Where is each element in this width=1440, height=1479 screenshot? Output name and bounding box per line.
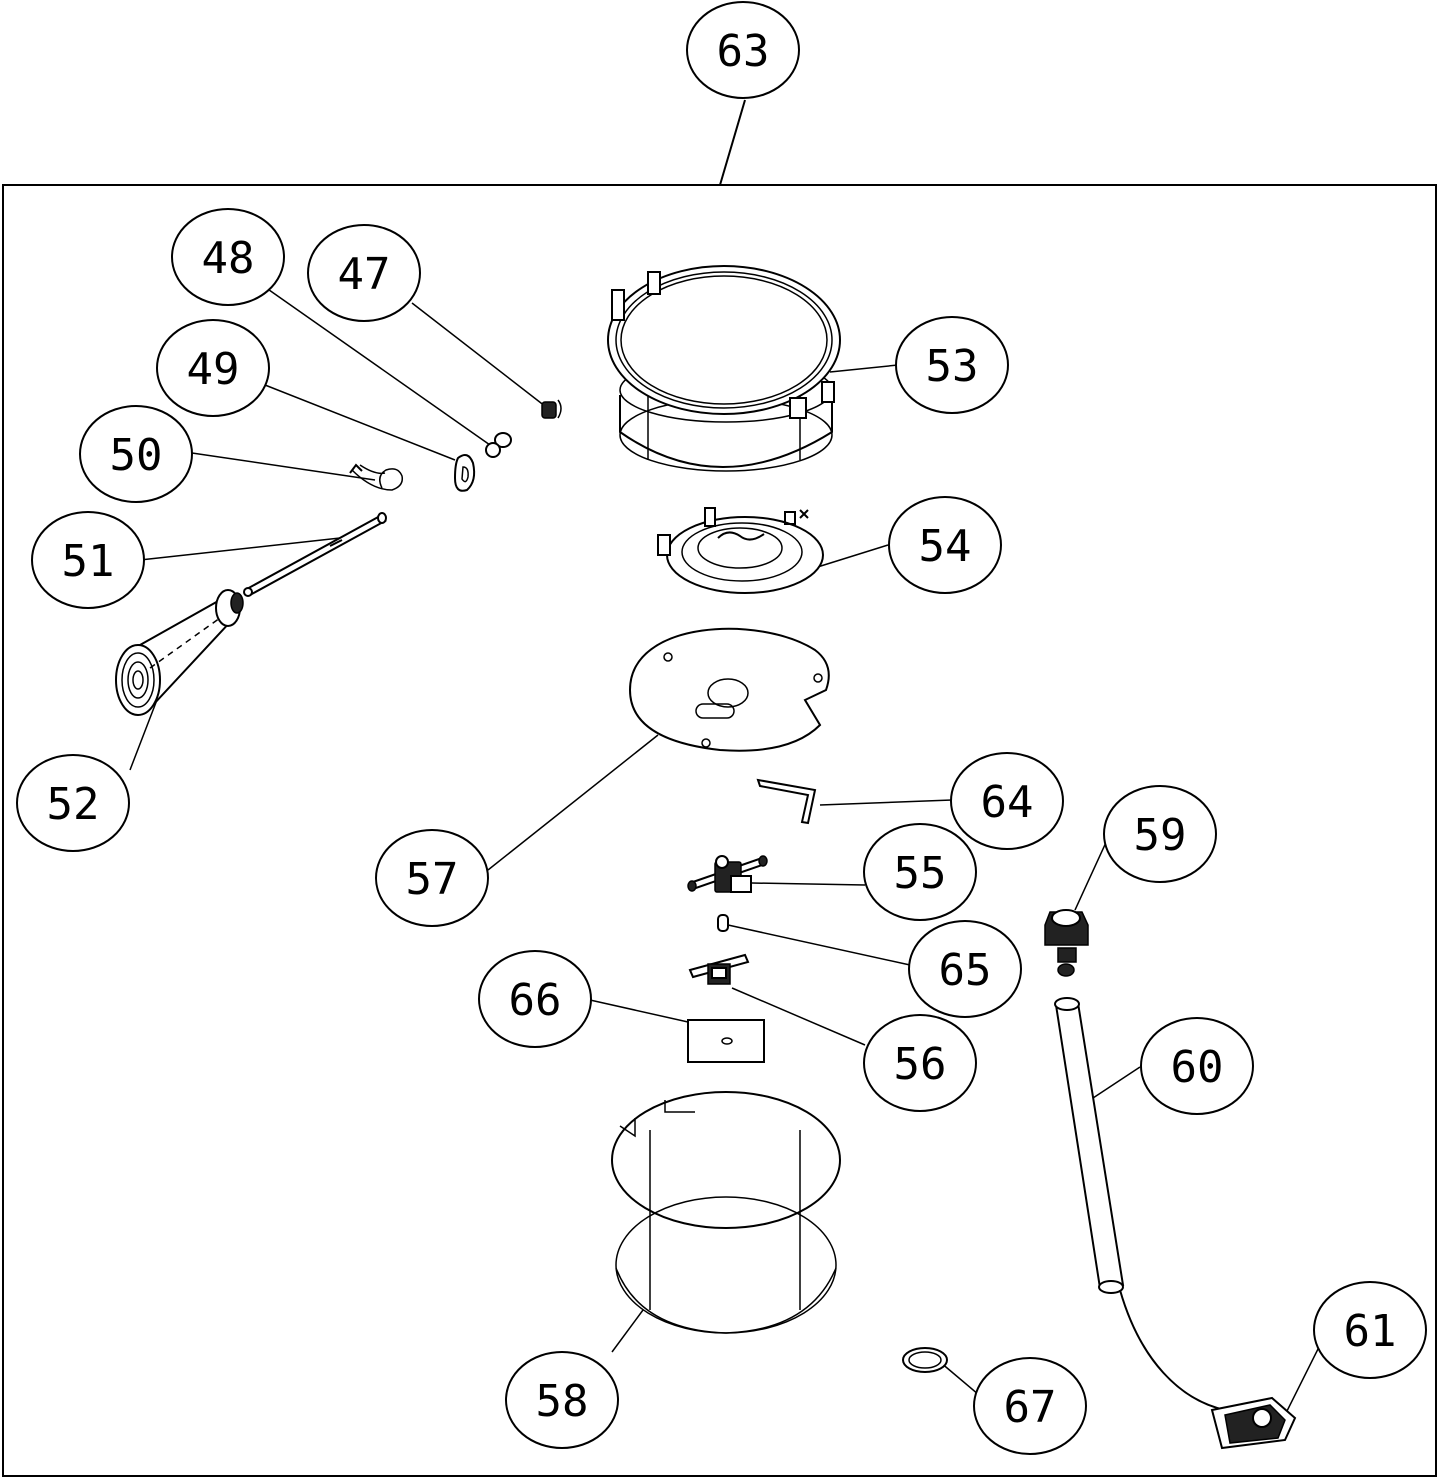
- callout-52: 52: [16, 754, 130, 852]
- callout-61: 61: [1313, 1281, 1427, 1379]
- callout-51-label: 51: [62, 536, 115, 587]
- callout-55: 55: [863, 823, 977, 921]
- callout-57: 57: [375, 829, 489, 927]
- callout-58-label: 58: [536, 1376, 589, 1427]
- part-54-heater-coil: [657, 507, 824, 594]
- part-61-hose: [1119, 1289, 1297, 1450]
- callout-50: 50: [79, 405, 193, 503]
- part-57-plate: [628, 627, 830, 752]
- part-67-o-ring: [902, 1347, 948, 1373]
- callout-59: 59: [1103, 785, 1217, 883]
- part-64-bracket: [756, 778, 817, 825]
- callout-47-label: 47: [338, 249, 391, 300]
- part-53-housing: [607, 265, 841, 472]
- callout-50-label: 50: [110, 430, 163, 481]
- part-52-tube: [115, 589, 244, 716]
- part-50-hairpin: [349, 463, 404, 491]
- part-66-pad: [687, 1019, 765, 1063]
- part-56-fitting: [688, 953, 750, 985]
- callout-49: 49: [156, 319, 270, 417]
- callouts: 63 48 47 49 50 51 52 53: [16, 1, 1427, 1455]
- callout-53-label: 53: [926, 341, 979, 392]
- callout-66: 66: [478, 950, 592, 1048]
- callout-57-label: 57: [406, 854, 459, 905]
- callout-65: 65: [908, 920, 1022, 1018]
- assembly-frame: [2, 184, 1437, 1477]
- part-48-ferrule: [485, 432, 512, 458]
- callout-61-label: 61: [1344, 1306, 1397, 1357]
- callout-54: 54: [888, 496, 1002, 594]
- callout-59-label: 59: [1134, 810, 1187, 861]
- callout-56: 56: [863, 1014, 977, 1112]
- callout-52-label: 52: [47, 779, 100, 830]
- callout-53: 53: [895, 316, 1009, 414]
- callout-64-label: 64: [981, 777, 1034, 828]
- callout-51: 51: [31, 511, 145, 609]
- callout-63-label: 63: [717, 26, 770, 77]
- callout-58: 58: [505, 1351, 619, 1449]
- callout-48-label: 48: [202, 233, 255, 284]
- callout-65-label: 65: [939, 945, 992, 996]
- part-65-pin: [717, 914, 729, 932]
- callout-55-label: 55: [894, 848, 947, 899]
- callout-60-label: 60: [1171, 1042, 1224, 1093]
- callout-66-label: 66: [509, 975, 562, 1026]
- part-58-cylinder: [611, 1091, 841, 1334]
- callout-67: 67: [973, 1357, 1087, 1455]
- callout-63: 63: [686, 1, 800, 99]
- part-47-spring: [541, 399, 562, 419]
- part-49-clip: [453, 453, 476, 492]
- leader-lines: [129, 99, 1321, 1416]
- callout-64: 64: [950, 752, 1064, 850]
- part-55-fitting: [687, 855, 768, 893]
- part-59-valve: [1044, 909, 1089, 977]
- callout-60: 60: [1140, 1017, 1254, 1115]
- callout-54-label: 54: [919, 521, 972, 572]
- callout-56-label: 56: [894, 1039, 947, 1090]
- callout-47: 47: [307, 224, 421, 322]
- callout-48: 48: [171, 208, 285, 306]
- callout-49-label: 49: [187, 344, 240, 395]
- part-60-tube: [1054, 997, 1125, 1294]
- part-51-rod: [243, 512, 387, 597]
- callout-67-label: 67: [1004, 1382, 1057, 1433]
